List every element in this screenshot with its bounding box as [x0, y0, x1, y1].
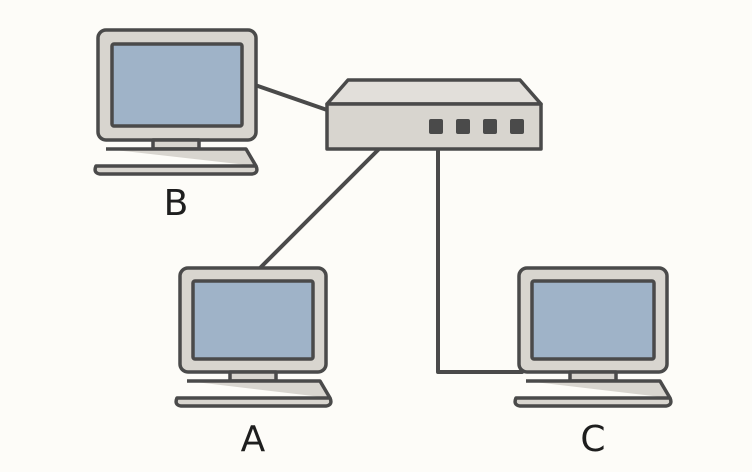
network-switch-icon	[325, 78, 543, 151]
switch-port-1	[429, 119, 443, 134]
keyboard-b	[93, 147, 259, 176]
computer-a-icon	[174, 266, 333, 408]
node-label-c: C	[580, 419, 606, 460]
cable-a-to-switch	[258, 148, 380, 270]
screen-a	[191, 279, 315, 361]
cable-c-to-switch	[436, 148, 524, 374]
node-label-b: B	[163, 183, 189, 224]
switch-port-3	[483, 119, 497, 134]
keyboard-a	[174, 379, 333, 408]
computer-b-icon	[93, 28, 259, 176]
computer-c-icon	[513, 266, 673, 408]
node-label-a: A	[240, 419, 266, 460]
keyboard-c	[513, 379, 673, 408]
switch-port-4	[510, 119, 524, 134]
screen-c	[530, 279, 656, 361]
switch-top	[325, 78, 543, 106]
switch-port-2	[456, 119, 470, 134]
cable-b-to-switch	[253, 83, 332, 113]
screen-b	[110, 42, 244, 128]
connections	[253, 83, 524, 374]
